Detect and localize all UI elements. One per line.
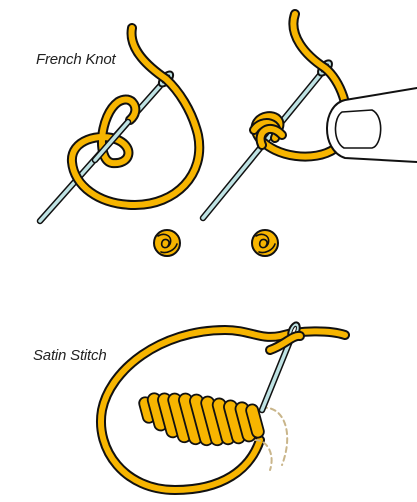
french-knot-step-2	[203, 14, 417, 218]
french-knot-icon	[252, 230, 278, 256]
french-knot-label: French Knot	[36, 51, 116, 68]
french-knot-icon	[154, 230, 180, 256]
satin-stitch-icon	[101, 321, 345, 490]
satin-stitch-label: Satin Stitch	[33, 347, 106, 364]
needle-icon	[203, 58, 335, 218]
satin-stitch-bars	[138, 392, 265, 447]
